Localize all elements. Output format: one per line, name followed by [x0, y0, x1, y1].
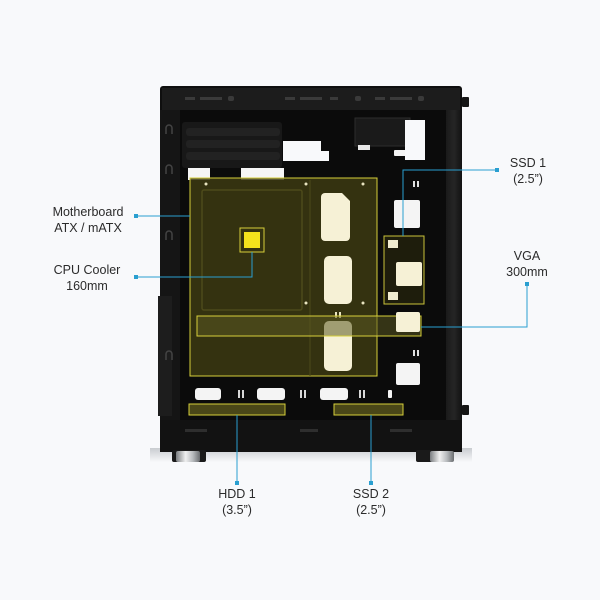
- io-tab: [358, 145, 370, 150]
- lower-slot-marks: [238, 390, 365, 398]
- callout-line-ssd1: [402, 169, 497, 236]
- callout-line-vga: [421, 284, 528, 328]
- case-base: [160, 420, 462, 452]
- front-panel-clips: [165, 124, 173, 360]
- label-motherboard-title: Motherboard: [52, 205, 124, 219]
- right-column-marks: [413, 181, 419, 356]
- ssd1-bracket-tab-top: [388, 240, 398, 248]
- callout-lines: [136, 169, 528, 482]
- label-ssd1-title: SSD 1: [509, 156, 547, 170]
- motherboard-tray-outline: [201, 189, 303, 311]
- label-ssd1-spec: (2.5”): [513, 172, 543, 186]
- ssd2-zone: [333, 403, 404, 416]
- base-details: [185, 429, 412, 432]
- io-bracket: [354, 117, 411, 147]
- foot-right: [430, 451, 454, 462]
- callout-dot-ssd1: [495, 168, 499, 172]
- callout-dot-motherboard: [134, 214, 138, 218]
- cutout-b: [241, 168, 284, 180]
- ssd1-bracket-cutout: [396, 262, 422, 286]
- cutout-a: [188, 168, 210, 180]
- callout-dot-cpu-cooler: [134, 275, 138, 279]
- glass-panel-edge: [446, 110, 462, 428]
- vga-cutout: [396, 312, 420, 332]
- label-motherboard-spec: ATX / mATX: [54, 221, 122, 235]
- motherboard-standoffs: [204, 182, 365, 318]
- motherboard-cutouts: [321, 193, 352, 371]
- cable-cutout-top: [283, 141, 329, 161]
- label-ssd2-spec: (2.5”): [356, 503, 386, 517]
- top-vent-plate: [182, 122, 282, 168]
- label-vga: VGA 300mm: [497, 248, 557, 280]
- label-ssd2-title: SSD 2: [352, 487, 390, 501]
- callout-dot-ssd2: [369, 481, 373, 485]
- label-vga-title: VGA: [513, 249, 541, 263]
- cpu-cooler-marker: [244, 232, 260, 248]
- label-ssd2: SSD 2 (2.5”): [341, 486, 401, 518]
- callout-line-cpu-cooler: [136, 252, 253, 278]
- label-motherboard: Motherboard ATX / mATX: [40, 204, 136, 236]
- thumbscrew-bottom: [462, 405, 469, 415]
- label-cpu-cooler: CPU Cooler 160mm: [44, 262, 130, 294]
- top-rail-details: [185, 96, 424, 101]
- right-column-openings: [394, 120, 425, 385]
- label-cpu-cooler-title: CPU Cooler: [53, 263, 121, 277]
- ssd1-bracket-tab-bottom: [388, 292, 398, 300]
- callout-dot-vga: [525, 282, 529, 286]
- vga-zone: [196, 315, 422, 337]
- label-hdd1-spec: (3.5”): [222, 503, 252, 517]
- callout-dot-hdd1: [235, 481, 239, 485]
- lower-cutouts: [195, 388, 392, 400]
- front-panel-lower: [158, 296, 172, 416]
- label-cpu-cooler-spec: 160mm: [66, 279, 108, 293]
- hdd1-zone: [188, 403, 286, 416]
- thumbscrew-top: [462, 97, 469, 107]
- label-ssd1: SSD 1 (2.5”): [500, 155, 556, 187]
- label-vga-spec: 300mm: [506, 265, 548, 279]
- foot-left: [176, 451, 200, 462]
- callout-dots: [134, 168, 529, 485]
- label-hdd1: HDD 1 (3.5”): [207, 486, 267, 518]
- label-hdd1-title: HDD 1: [218, 487, 256, 501]
